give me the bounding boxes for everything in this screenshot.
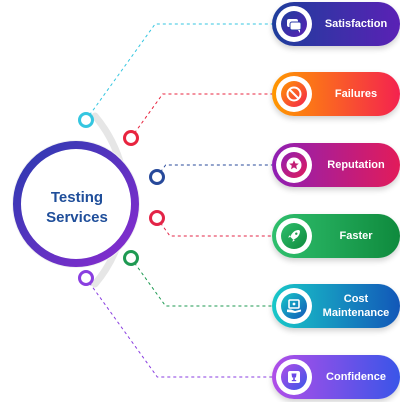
center-title-line2: Services: [46, 209, 108, 226]
connector-node: [123, 250, 139, 266]
pill-label: Satisfaction: [324, 18, 388, 30]
trophy-icon: [288, 371, 300, 383]
connector-node: [78, 112, 94, 128]
pill-label: Reputation: [327, 159, 385, 171]
connector-line: [130, 257, 272, 307]
chat-icon: [287, 19, 302, 33]
pill-label: Faster: [339, 230, 373, 242]
connector-node: [123, 130, 139, 146]
connector-node: [149, 210, 165, 226]
pill-reputation: Reputation: [272, 143, 400, 187]
pill-icon-disc: [276, 6, 312, 42]
connector-node: [78, 270, 94, 286]
pill-confidence: Confidence: [272, 355, 400, 399]
center-title: Testing Services: [22, 188, 132, 228]
pill-cost-maintenance: Cost Maintenance: [272, 284, 400, 328]
pill-failures: Failures: [272, 72, 400, 116]
pill-icon-disc: [276, 288, 312, 324]
connector-line: [130, 93, 272, 139]
pill-label: Cost Maintenance: [322, 293, 390, 319]
center-title-line1: Testing: [50, 189, 104, 206]
connector-node: [149, 169, 165, 185]
connector-line: [85, 277, 272, 378]
star-badge-icon: [286, 157, 302, 173]
pill-satisfaction: Satisfaction: [272, 2, 400, 46]
connector-line: [156, 217, 272, 237]
connector-line: [85, 23, 272, 121]
center-circle-ring: [13, 141, 139, 267]
pill-label: Failures: [334, 88, 378, 100]
rocket-icon: [288, 230, 300, 242]
connector-line: [156, 164, 272, 178]
pill-icon-inner: [281, 293, 307, 319]
pill-label: Confidence: [326, 371, 386, 383]
pill-icon-disc: [276, 147, 312, 183]
ban-icon: [286, 86, 302, 102]
pill-icon-disc: [276, 359, 312, 395]
pill-icon-disc: [276, 218, 312, 254]
pill-faster: Faster: [272, 214, 400, 258]
pill-icon-disc: [276, 76, 312, 112]
monitor-hand-icon: [287, 299, 301, 313]
